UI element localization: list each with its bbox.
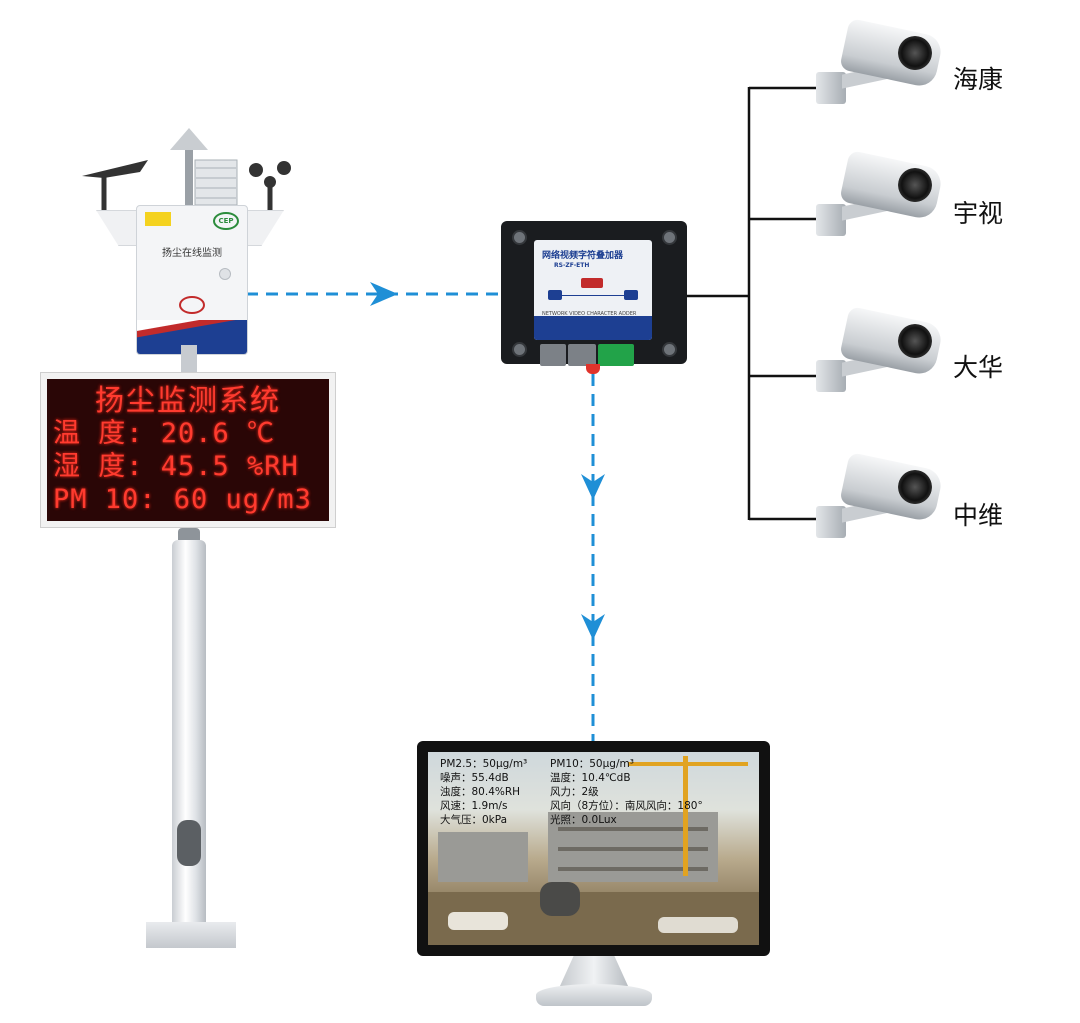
sandbags [448, 912, 508, 930]
cep-badge: CEP [213, 212, 239, 230]
arrowhead-down-2 [581, 614, 605, 640]
adder-port-band [534, 316, 652, 340]
camera-icon [548, 290, 562, 300]
osd-wind-speed: 风速：1.9m/s [440, 800, 508, 812]
camera-mount [816, 360, 846, 392]
ethernet-port [540, 344, 566, 366]
adder-red-tag [581, 278, 603, 288]
camera-dahua [812, 298, 952, 408]
monitor-stand-base [536, 984, 652, 1006]
led-row-humidity: 湿 度: 45.5 %RH [53, 451, 299, 482]
building-floor [558, 867, 708, 871]
adder-model: RS-ZF-ETH [554, 262, 590, 269]
camera-lens-icon [898, 324, 932, 358]
osd-humidity: 浊度：80.4%RH [440, 786, 521, 798]
adder-caption: NETWORK VIDEO CHARACTER ADDER [542, 311, 637, 317]
station-box-label: 扬尘在线监测 [162, 248, 222, 259]
brand-logo-icon [179, 296, 205, 314]
camera-label-2: 宇视 [953, 199, 1004, 228]
camera-mount [816, 506, 846, 538]
warning-sticker [145, 212, 171, 226]
adder-flow-line [560, 295, 626, 296]
adder-label-panel: 网络视频字符叠加器 RS-ZF-ETH NETWORK VIDEO CHARAC… [534, 240, 652, 340]
osd-row: PM2.5：50μg/m³ PM10：50μg/m³ [440, 757, 750, 771]
screw-icon [662, 230, 677, 245]
pole-base [146, 922, 236, 948]
upper-pole [181, 345, 197, 377]
pole-grip [177, 820, 201, 866]
osd-noise: 噪声：55.4dB [440, 772, 509, 784]
crane-jib [628, 762, 748, 766]
osd-pm25: PM2.5：50μg/m³ [440, 758, 528, 770]
box-knob [219, 268, 231, 280]
camera-label-3: 大华 [953, 353, 1004, 382]
led-display-panel: 扬尘监测系统 温 度: 20.6 ℃ 湿 度: 45.5 %RH PM 10: … [40, 372, 336, 528]
camera-uniview [812, 142, 952, 252]
camera-jovision [812, 444, 952, 554]
camera-lens-icon [898, 36, 932, 70]
camera-mount [816, 204, 846, 236]
building-floor [558, 847, 708, 851]
led-title: 扬尘监测系统 [94, 383, 281, 417]
camera-hikvision [812, 10, 952, 120]
rs485-terminal [598, 344, 634, 366]
camera-lens-icon [898, 168, 932, 202]
arrowhead-right [370, 282, 398, 306]
building-floor [558, 827, 708, 831]
osd-row: 大气压：0kPa 光照：0.0Lux [440, 813, 750, 827]
osd-row: 噪声：55.4dB 温度：10.4℃dB [440, 771, 750, 785]
osd-temperature: 温度：10.4℃dB [550, 772, 631, 784]
osd-wind-direction: 风向（8方位）：南风风向：180° [550, 800, 703, 812]
camera-lens-icon [898, 470, 932, 504]
osd-overlay: PM2.5：50μg/m³ PM10：50μg/m³ 噪声：55.4dB 温度：10… [440, 757, 750, 827]
screw-icon [662, 342, 677, 357]
osd-row: 浊度：80.4%RH 风力：2级 [440, 785, 750, 799]
osd-row: 风速：1.9m/s 风向（8方位）：南风风向：180° [440, 799, 750, 813]
cloud-icon [624, 290, 638, 300]
cement-mixer [540, 882, 580, 916]
station-control-box: CEP 扬尘在线监测 [136, 205, 248, 355]
output-connector [586, 364, 600, 374]
screw-icon [512, 342, 527, 357]
crane-mast [683, 756, 688, 876]
building-frame [438, 832, 528, 882]
adder-title: 网络视频字符叠加器 [542, 251, 624, 261]
arrowhead-down-1 [581, 474, 605, 500]
screw-icon [512, 230, 527, 245]
ethernet-port [568, 344, 596, 366]
weather-sensors [82, 128, 291, 215]
osd-pm10: PM10：50μg/m³ [550, 758, 634, 770]
sandbags [658, 917, 738, 933]
camera-label-1: 海康 [953, 65, 1004, 94]
monitor-screen: PM2.5：50μg/m³ PM10：50μg/m³ 噪声：55.4dB 温度：10… [428, 752, 759, 945]
osd-illuminance: 光照：0.0Lux [550, 814, 617, 826]
led-row-temperature: 温 度: 20.6 ℃ [53, 418, 276, 449]
osd-pressure: 大气压：0kPa [440, 814, 508, 826]
osd-wind-force: 风力：2级 [550, 786, 599, 798]
station-pole [172, 540, 206, 935]
camera-label-4: 中维 [953, 501, 1004, 530]
camera-mount [816, 72, 846, 104]
led-row-pm10: PM 10: 60 ug/m3 [53, 484, 312, 515]
